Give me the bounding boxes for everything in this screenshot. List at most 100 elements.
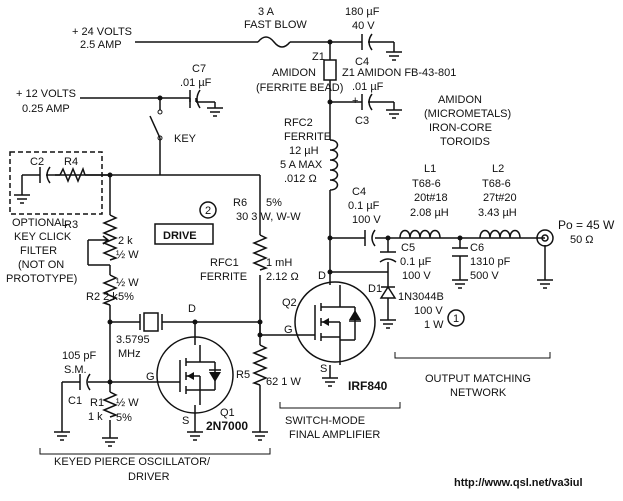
label-r2-name-value: R2 2 k <box>86 291 118 303</box>
label-fuse-rating: 3 A <box>258 6 275 18</box>
label-rfc2-resistance: .012 Ω <box>284 173 317 185</box>
junction-dots <box>107 39 463 385</box>
label-c6-voltage: 500 V <box>470 270 499 282</box>
label-r1-value: 1 k <box>88 411 103 423</box>
label-l2-turns: 27t#20 <box>483 192 517 204</box>
resistor-r4-symbol <box>59 166 86 183</box>
label-key: KEY <box>174 133 197 145</box>
label-q2-source: S <box>320 363 327 375</box>
label-z1: Z1 <box>312 51 325 63</box>
label-rfc2-type: FERRITE <box>284 131 331 143</box>
label-d1-name: D1 <box>368 283 382 295</box>
label-rfc1-type: FERRITE <box>200 271 247 283</box>
label-output-impedance: 50 Ω <box>570 234 594 246</box>
label-micrometals: (MICROMETALS) <box>424 108 511 120</box>
label-l2-name: L2 <box>492 163 504 175</box>
label-c1-type: S.M. <box>64 364 87 376</box>
label-r3-name: R3 <box>64 219 78 231</box>
label-amidon-micrometals: AMIDON <box>438 94 482 106</box>
drive-box <box>154 223 214 245</box>
label-drive: DRIVE <box>163 230 197 242</box>
label-d1-part: 1N3044B <box>398 291 444 303</box>
label-not-on: (NOT ON <box>18 259 64 271</box>
rfc2-coil-symbol <box>329 139 339 191</box>
label-c3-value: .01 µF <box>352 81 384 93</box>
label-key-click: KEY CLICK <box>14 231 72 243</box>
label-d1-power: 1 W <box>424 319 444 331</box>
resistor-r6-symbol <box>252 234 269 271</box>
label-rfc1: RFC1 <box>210 257 239 269</box>
label-r2-power: ½ W <box>116 277 139 289</box>
mosfet-q2-symbol <box>294 281 376 365</box>
label-switch-mode: SWITCH-MODE <box>285 415 365 427</box>
label-q2-name: Q2 <box>282 297 297 309</box>
label-q1-gate: G <box>146 371 155 383</box>
label-d1-voltage: 100 V <box>414 305 443 317</box>
label-website: http://www.qsl.net/va3iul <box>454 477 583 489</box>
label-r6-tolerance: 5% <box>266 197 282 209</box>
label-driver: DRIVER <box>128 471 170 483</box>
optional-filter-box <box>9 151 103 215</box>
label-r5-value: 62 1 W <box>266 376 301 388</box>
label-q2-gate: G <box>284 324 293 336</box>
pot-wiper-arrow <box>100 235 110 245</box>
label-c2-name: C2 <box>30 156 44 168</box>
label-q1-part: 2N7000 <box>206 419 248 433</box>
label-12v-current: 0.25 AMP <box>22 103 70 115</box>
inductor-l2-symbol <box>479 229 521 239</box>
label-c6-name: C6 <box>470 242 484 254</box>
label-note-2: 2 <box>205 205 211 217</box>
label-r6-name: R6 <box>233 197 247 209</box>
inductor-l1-symbol <box>399 229 441 239</box>
label-c6-value: 1310 pF <box>470 256 511 268</box>
resistor-r2-symbol <box>101 274 118 306</box>
label-c3-voltage: + <box>352 95 358 107</box>
potentiometer-r3-symbol <box>102 214 119 261</box>
key-switch-symbol <box>149 109 163 141</box>
label-l1-core: T68-6 <box>412 178 441 190</box>
label-c5-voltage: 100 V <box>402 270 431 282</box>
ferrite-bead-z1-symbol <box>323 59 337 81</box>
capacitor-c4-output-symbol <box>364 229 376 247</box>
label-q1-drain: D <box>188 303 196 315</box>
label-q2-part: IRF840 <box>348 379 388 393</box>
label-c7-name: C7 <box>192 63 206 75</box>
label-r1-name: R1 <box>90 397 104 409</box>
label-q1-name: Q1 <box>220 407 235 419</box>
label-amidon: AMIDON <box>272 67 316 79</box>
resistor-r5-symbol <box>251 344 268 386</box>
label-24v-current: 2.5 AMP <box>80 39 122 51</box>
label-c3-name: C3 <box>355 115 369 127</box>
label-keyed-pierce: KEYED PIERCE OSCILLATOR/ <box>54 456 211 468</box>
label-output-matching: OUTPUT MATCHING <box>425 373 531 385</box>
label-c4-voltage: 40 V <box>352 20 375 32</box>
label-c7-value: .01 µF <box>180 77 212 89</box>
label-output-power: Po = 45 W <box>558 218 615 232</box>
resistor-r1-symbol <box>102 391 119 418</box>
label-r3-power: ½ W <box>116 249 139 261</box>
section-brackets <box>39 352 551 455</box>
mosfet-q1-symbol <box>156 336 234 414</box>
label-rfc1-resistance: 2.12 Ω <box>266 271 299 283</box>
label-optional: OPTIONAL <box>12 217 68 229</box>
label-l1-turns: 20t#18 <box>414 192 448 204</box>
label-r1-tolerance: 5% <box>116 412 132 424</box>
fuse-symbol <box>257 36 291 48</box>
label-r2-tolerance: 5% <box>118 291 134 303</box>
capacitor-c4-top-symbol <box>361 33 373 51</box>
label-q1-source: S <box>182 415 189 427</box>
label-prototype: PROTOTYPE) <box>6 273 77 285</box>
label-r1-power: ½ W <box>116 397 139 409</box>
label-z1-amidon-part: Z1 AMIDON FB-43-801 <box>342 67 456 79</box>
label-c1-name: C1 <box>68 395 82 407</box>
label-toroids: TOROIDS <box>440 136 490 148</box>
label-24v: + 24 VOLTS <box>72 26 132 38</box>
label-c4-output-voltage: 100 V <box>352 214 381 226</box>
label-rfc2: RFC2 <box>284 117 313 129</box>
label-iron-core: IRON-CORE <box>429 122 492 134</box>
label-crystal-unit: MHz <box>118 348 141 360</box>
label-c4-value: 180 µF <box>345 6 380 18</box>
label-r3-value: 2 k <box>118 235 133 247</box>
